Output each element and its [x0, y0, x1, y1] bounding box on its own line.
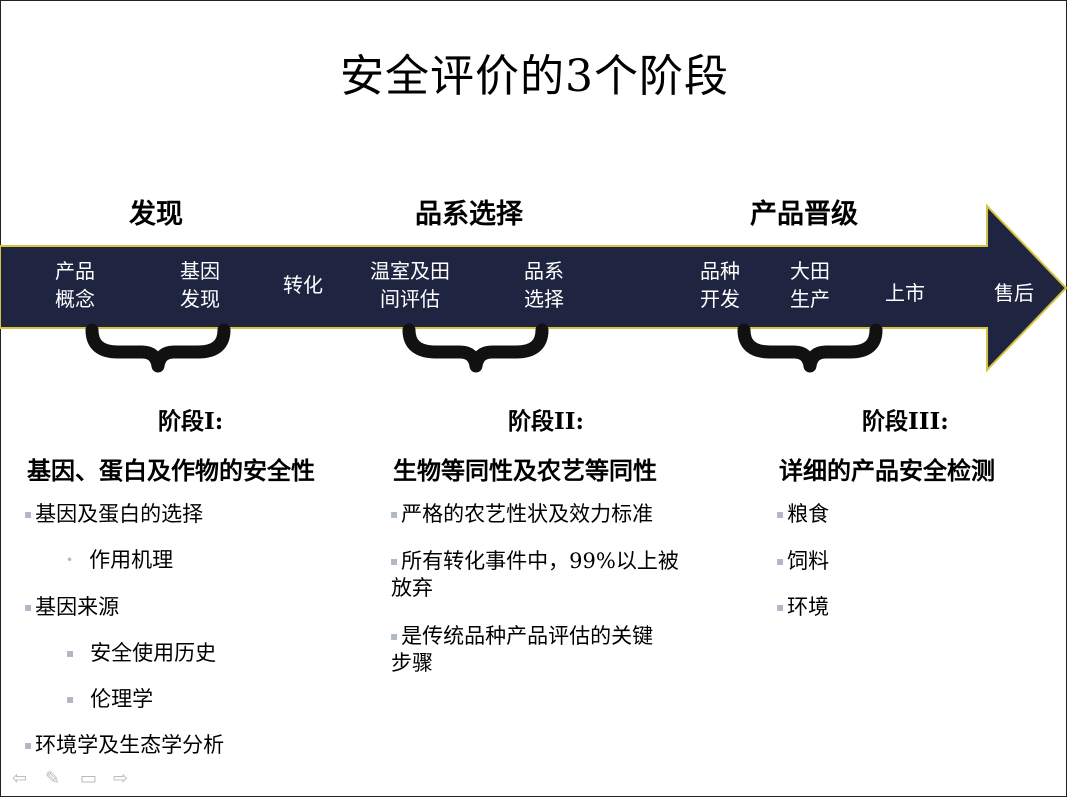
- bullet-dot: ▪: [66, 692, 75, 706]
- stage-1-label: 阶段I:: [158, 408, 224, 435]
- bullet-dot: •: [66, 553, 74, 567]
- step-greenhouse-field-eval: 温室及田间评估: [370, 259, 450, 311]
- step-post-launch: 售后: [994, 281, 1034, 305]
- stage-2-item-continued: 步骤: [391, 651, 433, 675]
- stage-1-subitem: ▪安全使用历史: [66, 641, 217, 665]
- timeline-arrow: [0, 203, 1068, 373]
- arrow-shape: [0, 203, 1068, 373]
- bullet-dot: ▪: [776, 507, 785, 521]
- stage-3-item: ▪饲料: [776, 549, 830, 573]
- brace-stage-1: [85, 323, 231, 373]
- step-product-concept: 产品概念: [55, 259, 95, 311]
- stage-2-item: ▪是传统品种产品评估的关键: [390, 624, 654, 648]
- pen-icon[interactable]: ✎: [45, 768, 61, 789]
- phase-label-line-selection: 品系选择: [415, 199, 523, 230]
- step-variety-development: 品种开发: [700, 259, 740, 311]
- phase-label-product-advancement: 产品晋级: [750, 199, 858, 230]
- stage-3-label: 阶段III:: [862, 408, 949, 435]
- step-launch: 上市: [885, 281, 925, 305]
- bullet-dot: ▪: [390, 629, 399, 643]
- brace-stage-2: [402, 323, 549, 373]
- stage-1-item: ▪基因来源: [24, 595, 120, 619]
- stage-3-heading: 详细的产品安全检测: [779, 456, 995, 485]
- bullet-dot: ▪: [66, 646, 75, 660]
- stage-3-item: ▪环境: [776, 595, 830, 619]
- bullet-dot: ▪: [24, 600, 33, 614]
- stage-1-subitem: ▪伦理学: [66, 687, 154, 711]
- step-line-selection: 品系选择: [524, 259, 564, 311]
- menu-icon[interactable]: ▭: [80, 768, 98, 789]
- step-transformation: 转化: [283, 273, 323, 297]
- stage-2-label: 阶段II:: [508, 408, 585, 435]
- stage-2-item: ▪所有转化事件中，99%以上被: [390, 549, 679, 573]
- bullet-dot: ▪: [776, 600, 785, 614]
- slide-title: 安全评价的3个阶段: [340, 51, 729, 102]
- stage-1-item: ▪环境学及生态学分析: [24, 733, 225, 757]
- bullet-dot: ▪: [24, 738, 33, 752]
- stage-2-item-continued: 放弃: [391, 576, 433, 600]
- bullet-dot: ▪: [390, 554, 399, 568]
- stage-2-heading: 生物等同性及农艺等同性: [393, 456, 657, 485]
- bullet-dot: ▪: [24, 507, 33, 521]
- step-gene-discovery: 基因发现: [180, 259, 220, 311]
- stage-1-item: ▪基因及蛋白的选择: [24, 502, 204, 526]
- stage-3-item: ▪粮食: [776, 502, 830, 526]
- stage-1-heading: 基因、蛋白及作物的安全性: [27, 456, 315, 485]
- phase-label-discovery: 发现: [129, 199, 183, 230]
- brace-stage-3: [737, 323, 883, 373]
- bullet-dot: ▪: [776, 554, 785, 568]
- step-field-production: 大田生产: [790, 259, 830, 311]
- prev-arrow-icon[interactable]: ⇦: [12, 768, 28, 789]
- bullet-dot: ▪: [390, 507, 399, 521]
- stage-2-item: ▪严格的农艺性状及效力标准: [390, 502, 654, 526]
- next-arrow-icon[interactable]: ⇨: [113, 768, 129, 789]
- stage-1-subitem: •作用机理: [66, 548, 174, 572]
